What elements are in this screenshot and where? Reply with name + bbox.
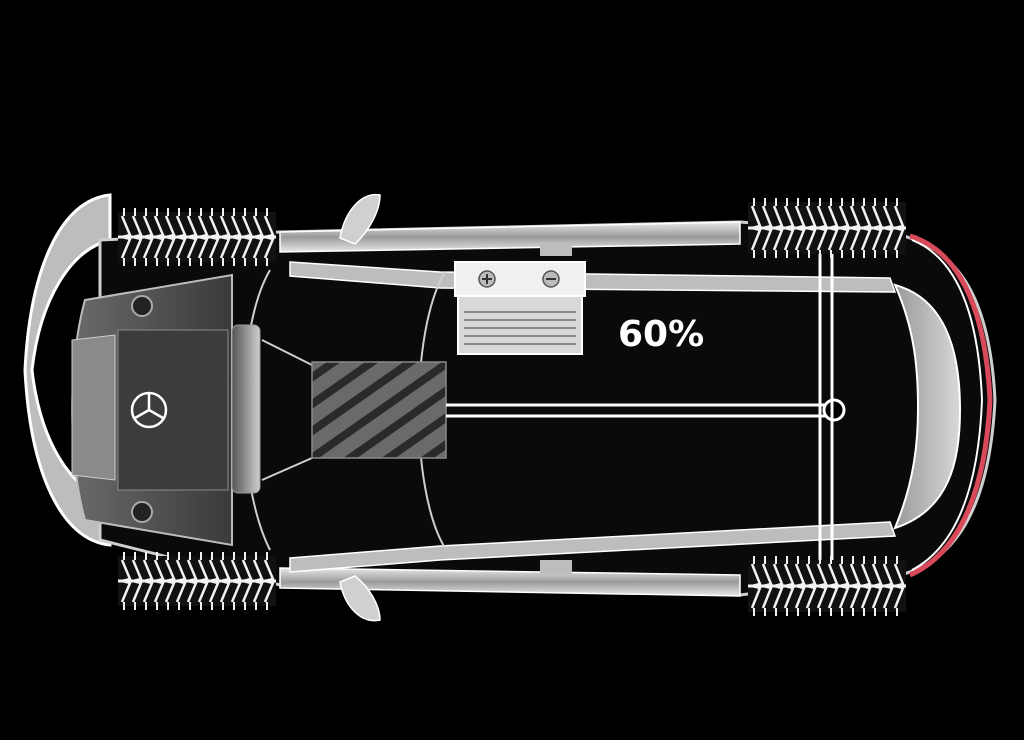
transmission-block <box>311 361 447 459</box>
battery-ribs <box>464 311 576 345</box>
mirror-left <box>339 194 381 245</box>
three-pointed-star-emblem <box>130 391 168 429</box>
tail-light-strip <box>908 233 993 578</box>
tail-outline <box>911 239 984 571</box>
front-bumper <box>23 193 112 547</box>
battery-body <box>457 295 583 355</box>
battery-icon <box>454 261 586 355</box>
engine-bolt-bottom <box>131 501 153 523</box>
tire-front-right <box>118 552 276 610</box>
left-door-sill <box>279 221 741 253</box>
roof-rail-top <box>289 261 897 293</box>
tire-rear-left <box>748 198 906 258</box>
battery-top <box>454 261 586 297</box>
engine-cover-edge <box>231 324 261 494</box>
door-handle-bottom <box>540 560 572 574</box>
windshield-strut-bottom <box>261 457 313 481</box>
engine-plate <box>117 329 229 491</box>
engine-bolt-top <box>131 295 153 317</box>
tires <box>118 198 906 616</box>
tire-front-left <box>118 208 276 266</box>
door-handle-top <box>540 242 572 256</box>
drive-shaft <box>446 398 846 422</box>
engine-intake <box>71 334 116 481</box>
windshield-strut-top <box>261 339 313 366</box>
mirror-right <box>339 575 381 622</box>
car-body <box>23 193 997 622</box>
differential <box>822 398 846 422</box>
right-door-sill <box>279 567 741 597</box>
roof-rail-bottom <box>289 521 897 573</box>
charge-percentage-label: 60% <box>618 314 704 355</box>
rear-window <box>893 283 962 530</box>
tire-rear-right <box>748 556 906 616</box>
engine-cover <box>71 273 261 547</box>
rear-axle <box>818 250 834 560</box>
